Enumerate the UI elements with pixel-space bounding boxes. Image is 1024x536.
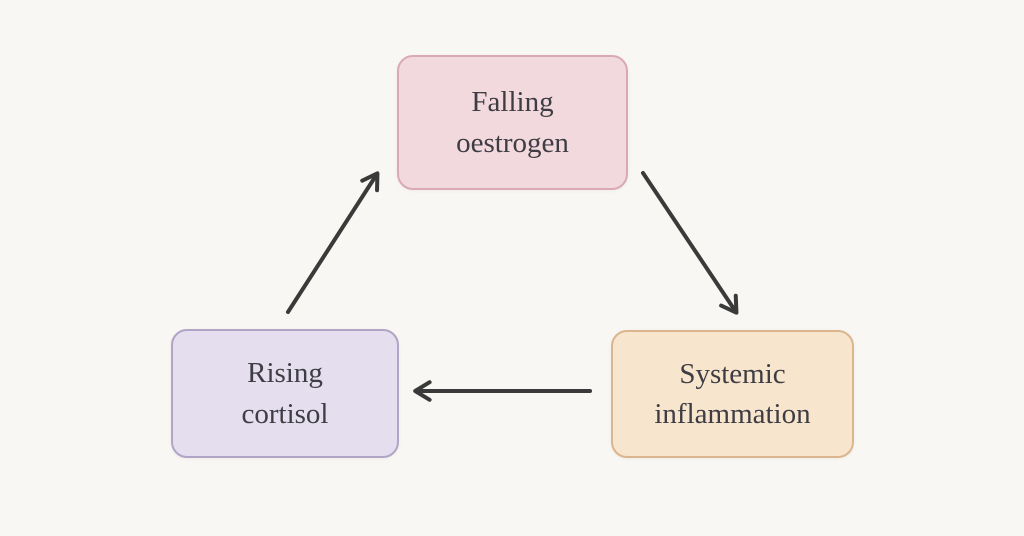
node-rising-cortisol-label: Rising cortisol <box>241 357 329 430</box>
node-rising-cortisol: Rising cortisol <box>171 329 399 458</box>
arrow-rising-to-falling <box>286 171 380 314</box>
node-falling-oestrogen-label: Falling oestrogen <box>456 86 569 159</box>
node-systemic-inflammation-label: Systemic inflammation <box>654 357 811 430</box>
arrow-falling-to-systemic <box>641 171 739 315</box>
node-falling-oestrogen: Falling oestrogen <box>397 55 628 190</box>
node-systemic-inflammation: Systemic inflammation <box>611 330 854 458</box>
